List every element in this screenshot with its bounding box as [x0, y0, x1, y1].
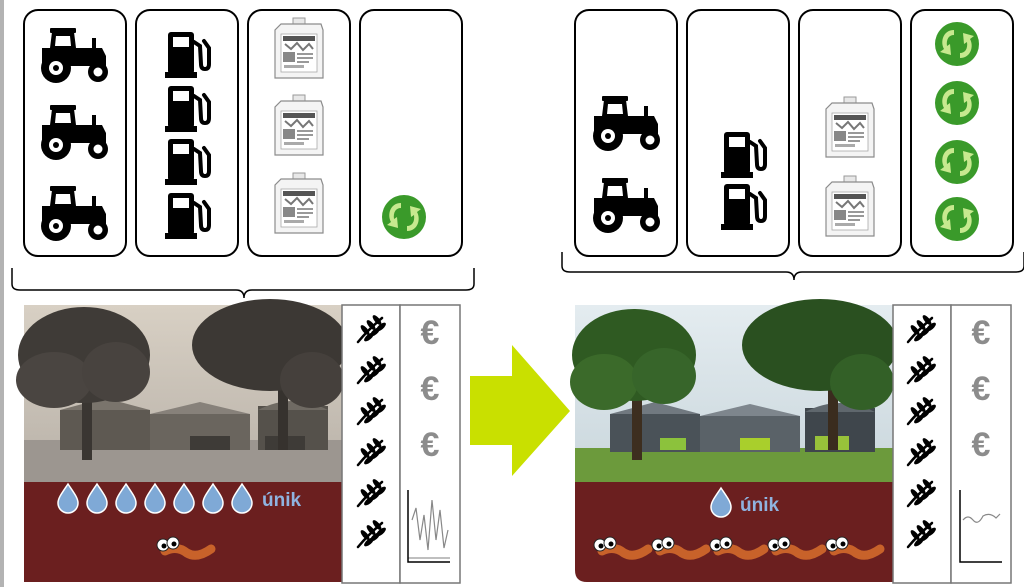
euro-icons: € € €	[421, 314, 440, 464]
euro-icon: €	[972, 314, 991, 352]
chemical-canister-icon	[825, 175, 875, 237]
farm-photo-color	[570, 299, 898, 484]
recycle-icon	[935, 197, 979, 241]
euro-icon: €	[972, 370, 991, 408]
recycle-icon	[935, 81, 979, 125]
crop-column	[341, 304, 401, 584]
euro-icon: €	[972, 426, 991, 464]
chemical-canister-icon	[825, 96, 875, 158]
chemical-canister-icon	[274, 94, 324, 156]
before-scenario: únik € € €	[11, 9, 475, 584]
farm-photo-sepia	[16, 299, 348, 485]
leak-label: únik	[740, 495, 779, 516]
euro-icon: €	[421, 370, 440, 408]
chemical-canister-icon	[274, 17, 324, 79]
recycle-icon	[935, 140, 979, 184]
recycle-icon	[382, 195, 426, 239]
euro-icons: € € €	[972, 314, 991, 464]
euro-icon: €	[421, 426, 440, 464]
fuel-box	[135, 9, 239, 257]
recycle-icon	[935, 22, 979, 66]
trend-chart-icon	[959, 490, 1002, 563]
chemical-canister-icon	[274, 172, 324, 234]
recycle-box	[910, 9, 1014, 257]
input-brace	[11, 268, 475, 299]
soil-layer	[575, 482, 893, 582]
recycle-box	[359, 9, 463, 257]
euro-icon: €	[421, 314, 440, 352]
after-scenario: únik € € €	[561, 9, 1024, 584]
input-brace	[561, 252, 1024, 281]
profit-column	[399, 304, 461, 584]
trend-chart-icon	[407, 490, 450, 563]
transition-arrow	[470, 345, 570, 476]
leak-label: únik	[262, 490, 301, 511]
profit-column	[950, 304, 1012, 584]
left-edge-bar	[0, 0, 4, 587]
